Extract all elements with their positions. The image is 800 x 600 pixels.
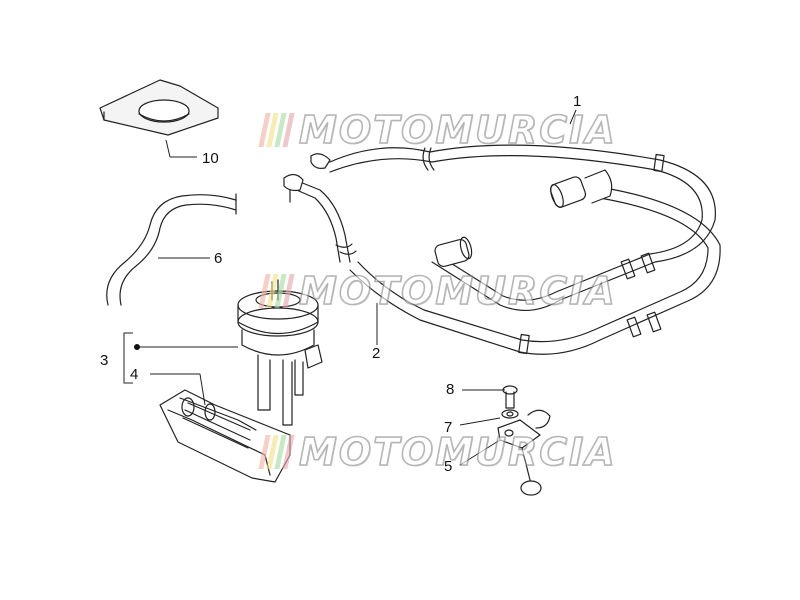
callout-1: 1 — [573, 93, 582, 110]
callout-2: 2 — [372, 345, 381, 362]
callout-6: 6 — [214, 250, 223, 267]
watermark-top: MOTOMURCIA — [258, 107, 617, 153]
watermark-text: MOTOMURCIA — [298, 268, 617, 314]
watermark-stripes — [258, 274, 295, 308]
gasket-plate-part — [99, 79, 219, 136]
bullet-dot — [134, 344, 140, 350]
watermark-stripes — [258, 435, 295, 469]
watermark-text: MOTOMURCIA — [298, 429, 617, 475]
callout-3: 3 — [100, 352, 109, 369]
vent-hoses-parts-1-2 — [283, 144, 721, 355]
fastener-and-clip-parts — [497, 385, 551, 496]
callout-8: 8 — [446, 381, 455, 398]
watermark-bottom: MOTOMURCIA — [258, 429, 617, 475]
hose-part-6 — [106, 193, 237, 306]
callout-7: 7 — [444, 419, 453, 436]
callout-10: 10 — [202, 150, 219, 167]
watermark-middle: MOTOMURCIA — [258, 268, 617, 314]
watermark-stripes — [258, 113, 295, 147]
watermark-text: MOTOMURCIA — [298, 107, 617, 153]
leader-lines — [123, 109, 577, 466]
callout-5: 5 — [444, 458, 453, 475]
callout-4: 4 — [130, 366, 139, 383]
